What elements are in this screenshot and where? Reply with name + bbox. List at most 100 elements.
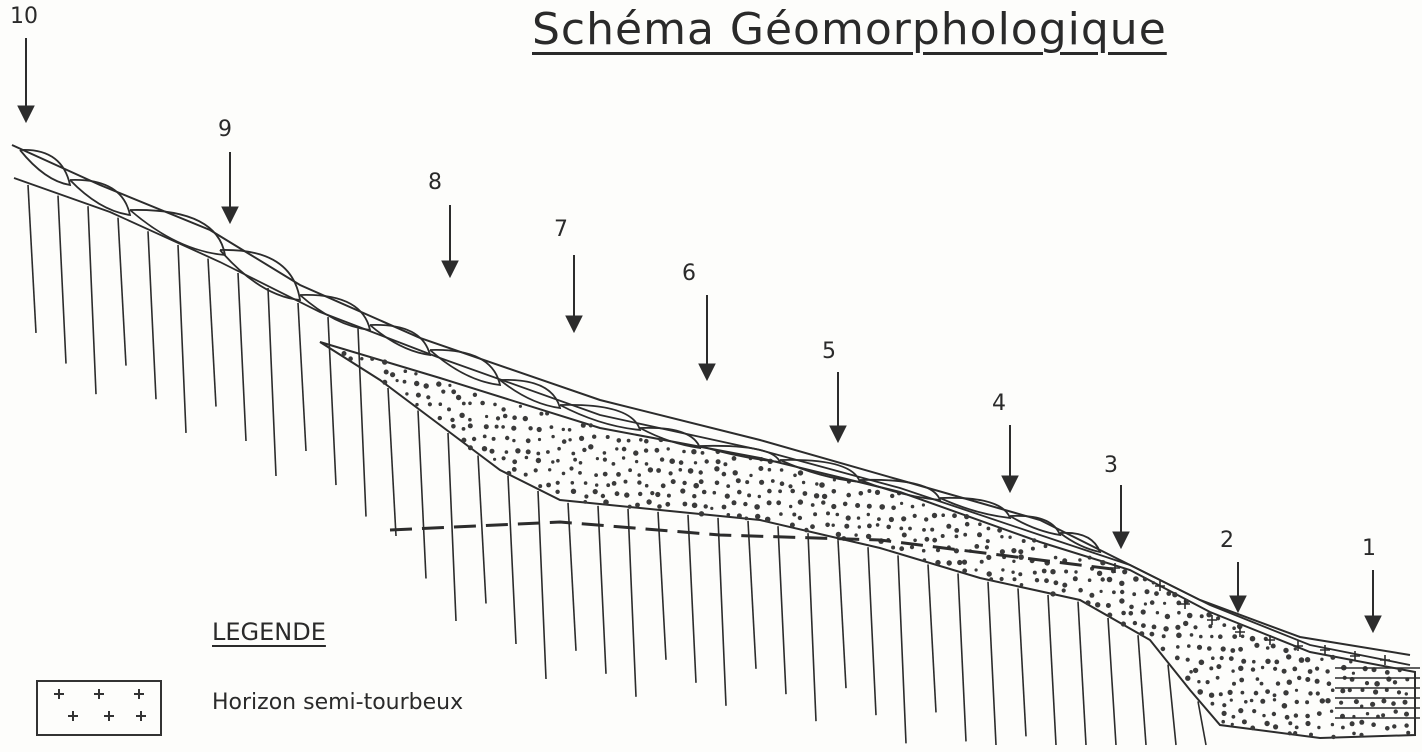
sand-dot [813, 512, 817, 516]
sand-dot [468, 423, 473, 428]
marker-arrow-head [18, 106, 34, 122]
sand-dot [645, 462, 649, 466]
sand-dot [980, 560, 984, 564]
sand-dot [722, 472, 727, 477]
sand-dot [858, 525, 861, 528]
sand-dot [480, 401, 485, 406]
sand-dot [924, 517, 928, 521]
sand-dot [1145, 589, 1150, 594]
sand-dot [1261, 666, 1264, 669]
sand-dot [1297, 676, 1301, 680]
sand-dot [616, 472, 621, 477]
sand-dot [1265, 659, 1270, 664]
sand-dot [1327, 681, 1332, 686]
sand-dot [1265, 689, 1270, 694]
sand-dot [1197, 680, 1200, 683]
sand-dot [546, 450, 550, 454]
sand-dot [528, 426, 532, 430]
marker-arrow-head [830, 426, 846, 442]
sand-dot [1325, 698, 1330, 703]
sand-dot [1385, 670, 1390, 675]
sand-dot [997, 528, 1002, 533]
sand-dot [1315, 667, 1319, 671]
marker-arrow-head [699, 364, 715, 380]
sand-dot [1309, 733, 1313, 737]
sand-dot [963, 533, 967, 537]
sand-dot [1175, 625, 1180, 630]
sand-dot [778, 489, 782, 493]
sand-dot [1209, 693, 1214, 698]
sand-dot [1106, 603, 1111, 608]
sand-dot [715, 481, 720, 486]
sand-dot [1295, 700, 1299, 704]
sand-dot [1107, 613, 1112, 618]
sand-dot [551, 460, 554, 463]
sand-dot [1185, 676, 1190, 681]
sand-dot [1216, 664, 1221, 669]
sand-dot [472, 437, 476, 441]
marker-label-5: 5 [822, 339, 836, 364]
sand-dot [891, 506, 896, 511]
sand-dot [562, 439, 567, 444]
sand-dot [1282, 669, 1287, 674]
bedrock-line [928, 564, 936, 712]
sand-dot [536, 452, 540, 456]
sand-dot [639, 438, 643, 442]
sand-dot [1001, 568, 1004, 571]
sand-dot [1206, 612, 1211, 617]
sand-dot [1175, 656, 1180, 661]
sand-dot [612, 462, 616, 466]
sand-dot [1219, 692, 1223, 696]
sand-dot [855, 503, 860, 508]
sand-dot [485, 415, 488, 418]
sand-dot [1274, 660, 1279, 665]
sand-dot [790, 489, 795, 494]
sand-dot [1299, 657, 1305, 663]
sand-dot [1206, 680, 1210, 684]
bedrock-line [1108, 618, 1116, 745]
sand-dot [798, 516, 802, 520]
sand-dot [1325, 669, 1329, 673]
bedrock-line [538, 491, 546, 679]
sand-dot [923, 558, 927, 562]
sand-dot [831, 504, 836, 509]
sand-dot [1317, 726, 1320, 729]
marker-arrow-head [1230, 596, 1246, 612]
sand-dot [1244, 700, 1248, 704]
sand-dot [473, 393, 477, 397]
sand-dot [360, 357, 363, 360]
sand-dot [451, 424, 456, 429]
sand-dot [628, 505, 632, 509]
sand-dot [655, 492, 660, 497]
sand-dot [875, 490, 880, 495]
sand-dot [579, 436, 584, 441]
marker-arrow-head [1365, 616, 1381, 632]
sand-dot [788, 484, 792, 488]
sand-dot [342, 351, 347, 356]
sand-dot [1293, 731, 1297, 735]
sand-dot [603, 458, 607, 462]
sand-dot [1320, 658, 1323, 661]
sand-dot [1150, 600, 1155, 605]
sand-dot [1222, 703, 1226, 707]
sand-dot [1273, 698, 1276, 701]
bedrock-line [718, 518, 726, 706]
sand-dot [462, 427, 466, 431]
sand-dot [908, 527, 912, 531]
sand-dot [1187, 644, 1191, 648]
sand-dot [749, 474, 752, 477]
sand-dot [492, 437, 496, 441]
sand-dot [578, 471, 582, 475]
sand-dot [836, 532, 841, 537]
sand-dot [1350, 721, 1355, 726]
sand-dot [1266, 646, 1270, 650]
sand-dot [1199, 660, 1205, 666]
sand-dot [1256, 677, 1260, 681]
sand-dot [722, 505, 727, 510]
sand-dot [1250, 699, 1254, 703]
sand-dot [1254, 691, 1259, 696]
sand-dot [1183, 621, 1188, 626]
sand-dot [1095, 602, 1100, 607]
sand-dot [1166, 591, 1171, 596]
peat-plus-mark [1380, 655, 1390, 665]
